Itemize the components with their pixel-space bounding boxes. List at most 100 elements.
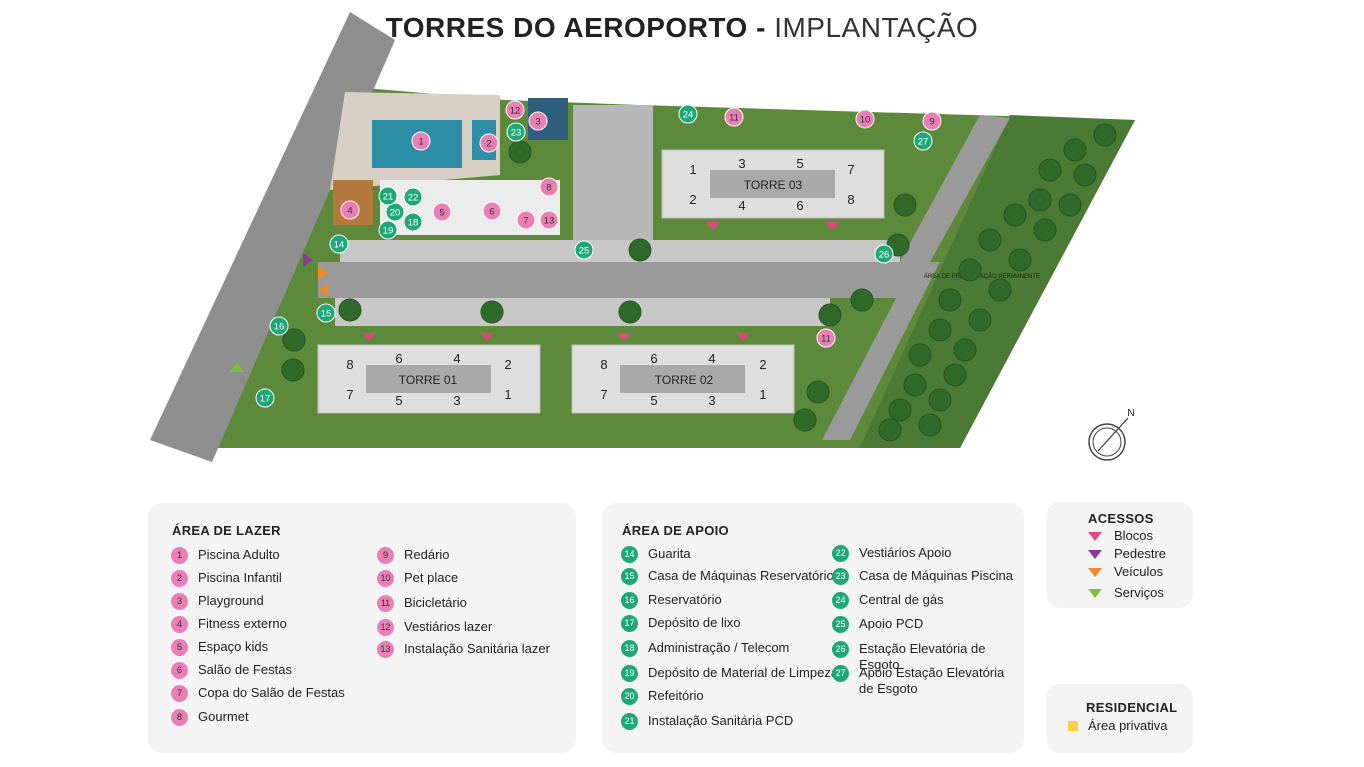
tree-icon [888, 398, 912, 422]
tree-icon [1073, 163, 1097, 187]
veiculos-triangle-icon [1088, 568, 1102, 577]
unit-number: 6 [395, 351, 402, 366]
page-title: TORRES DO AEROPORTO - IMPLANTAÇÃO [0, 12, 1364, 44]
unit-number: 3 [708, 393, 715, 408]
legend-item-label: Pet place [404, 570, 459, 585]
legend-item-label: Espaço kids [198, 639, 269, 654]
legend-number-badge: 26 [832, 641, 849, 658]
bloco-access-marker [706, 222, 720, 230]
tree-icon [928, 388, 952, 412]
tree-icon [480, 300, 504, 324]
legend-item-label: Administração / Telecom [648, 640, 790, 655]
legend-number-badge: 9 [377, 547, 394, 564]
legend-item: 5 Espaço kids [171, 639, 268, 656]
servico-access-marker [230, 362, 244, 372]
diagonal-road [880, 115, 1010, 298]
svg-text:11: 11 [729, 113, 739, 124]
unit-number: 7 [600, 387, 607, 402]
acesso-pedestre: Pedestre [1088, 546, 1166, 562]
tree-icon [338, 298, 362, 322]
legend-item-label: Fitness externo [198, 616, 287, 631]
legend-item-label: Salão de Festas [198, 662, 292, 677]
legend-item-label: Gourmet [198, 709, 249, 724]
map-marker: 6 [482, 201, 502, 221]
acessos-heading: ACESSOS [1088, 511, 1154, 526]
compass-icon: N [1088, 408, 1135, 461]
unit-number: 4 [738, 198, 745, 213]
legend-item: 4 Fitness externo [171, 616, 287, 633]
tree-icon [943, 363, 967, 387]
tree-icon [1058, 193, 1082, 217]
svg-text:12: 12 [510, 106, 521, 117]
tree-icon [1008, 248, 1032, 272]
legend-item: 9 Redário [377, 547, 450, 564]
unit-number: 8 [600, 357, 607, 372]
legend-number-badge: 23 [832, 568, 849, 585]
legend-number-badge: 20 [621, 688, 638, 705]
tree-icon [793, 408, 817, 432]
legend-number-badge: 21 [621, 713, 638, 730]
compass-north-label: N [1127, 408, 1134, 419]
legend-item-label: Apoio PCD [859, 616, 924, 631]
legend-item-label: Redário [404, 547, 450, 562]
internal-road [318, 262, 900, 298]
svg-text:23: 23 [511, 128, 522, 139]
preservation-label: ÁREA DE PRESERVAÇÃO PERMANENTE [924, 273, 1040, 280]
legend-item: 18 Administração / Telecom [621, 640, 789, 657]
legend-number-badge: 4 [171, 616, 188, 633]
unit-number: 3 [738, 156, 745, 171]
svg-text:27: 27 [918, 137, 929, 148]
blocos-triangle-icon [1088, 532, 1102, 541]
map-marker: 4 [340, 200, 360, 220]
tree-icon [1038, 158, 1062, 182]
legend-number-badge: 18 [621, 640, 638, 657]
tree-icon [1028, 188, 1052, 212]
unit-number: 8 [847, 192, 854, 207]
svg-text:11: 11 [821, 334, 831, 345]
pedestre-triangle-icon [1088, 550, 1102, 559]
tree-icon [928, 318, 952, 342]
bloco-access-marker [825, 222, 839, 230]
apoio-heading: ÁREA DE APOIO [622, 523, 729, 538]
tower-03-label: TORRE 03 [744, 178, 803, 192]
tree-icon [806, 380, 830, 404]
legend-number-badge: 17 [621, 615, 638, 632]
legend-number-badge: 19 [621, 665, 638, 682]
legend-item-label: Instalação Sanitária lazer [404, 641, 550, 656]
map-marker: 12 [505, 100, 525, 120]
tree-icon [903, 373, 927, 397]
legend-number-badge: 13 [377, 641, 394, 658]
tree-icon [938, 288, 962, 312]
legend-number-badge: 27 [832, 665, 849, 682]
parking-mid [340, 240, 900, 262]
legend-number-badge: 1 [171, 547, 188, 564]
legend-number-badge: 5 [171, 639, 188, 656]
legend-number-badge: 12 [377, 619, 394, 636]
legend-number-badge: 8 [171, 709, 188, 726]
tree-icon [918, 413, 942, 437]
legend-number-badge: 11 [377, 595, 394, 612]
map-marker: 8 [539, 177, 559, 197]
svg-text:24: 24 [683, 110, 694, 121]
tree-icon [508, 140, 532, 164]
legend-item-label: Guarita [648, 546, 691, 561]
unit-number: 5 [395, 393, 402, 408]
veiculo-access-marker [318, 266, 328, 280]
tree-icon [893, 193, 917, 217]
unit-number: 6 [796, 198, 803, 213]
legend-acessos: ACESSOS Blocos Pedestre Veículos Serviço… [1046, 502, 1193, 608]
legend-item-label: Casa de Máquinas Reservatório [648, 568, 834, 583]
tree-icon [281, 358, 305, 382]
legend-item-label: Depósito de lixo [648, 615, 741, 630]
unit-number: 2 [504, 357, 511, 372]
